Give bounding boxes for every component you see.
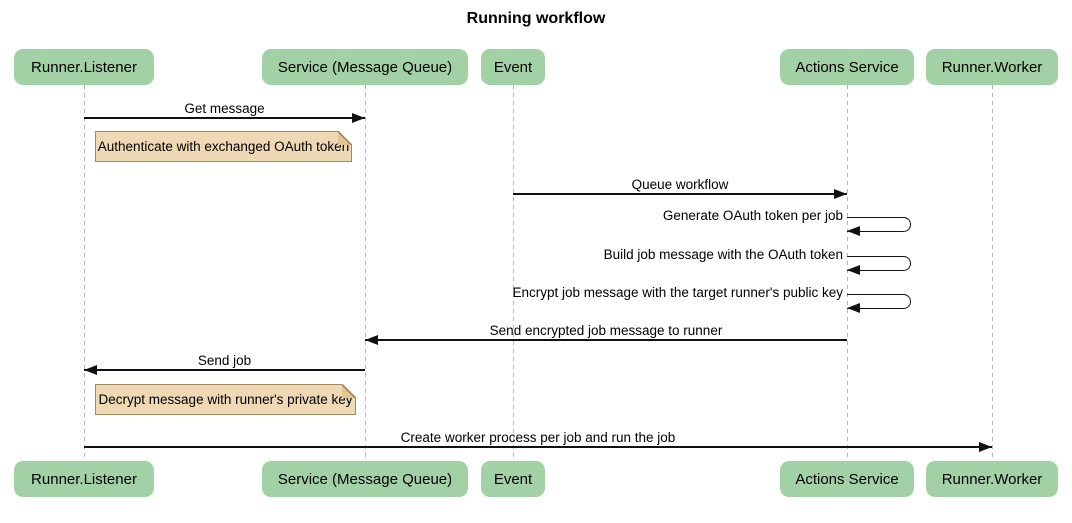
message-label-create-worker: Create worker process per job and run th…: [400, 430, 676, 445]
actor-label: Event: [493, 470, 533, 488]
message-line-send-encrypted-job: [365, 339, 847, 341]
self-loop-encrypt-job-message: [847, 294, 911, 309]
note-fold-corner-icon: [338, 131, 352, 145]
actor-top-runner-worker: Runner.Worker: [926, 49, 1058, 85]
arrowhead-left-icon: [365, 335, 378, 345]
note-authenticate-oauth: Authenticate with exchanged OAuth token: [95, 131, 352, 162]
self-loop-build-job-message: [847, 256, 911, 271]
lifeline-event: [512, 85, 514, 461]
arrowhead-left-icon: [847, 226, 860, 236]
note-text: Authenticate with exchanged OAuth token: [97, 139, 350, 154]
arrowhead-left-icon: [84, 365, 97, 375]
actor-label: Runner.Worker: [941, 470, 1043, 488]
lifeline-runner-worker: [991, 85, 993, 461]
message-label-generate-oauth-token: Generate OAuth token per job: [662, 208, 843, 223]
message-label-queue-workflow: Queue workflow: [631, 177, 729, 192]
arrowhead-right-icon: [834, 189, 847, 199]
actor-label: Service (Message Queue): [277, 470, 453, 488]
actor-top-service-message-queue: Service (Message Queue): [262, 49, 468, 85]
message-label-send-encrypted-job: Send encrypted job message to runner: [489, 323, 723, 338]
self-loop-generate-oauth-token: [847, 217, 911, 232]
actor-top-actions-service: Actions Service: [780, 49, 914, 85]
note-fold-corner-icon: [342, 384, 356, 398]
actor-bottom-runner-listener: Runner.Listener: [14, 461, 154, 497]
lifeline-service-message-queue: [364, 85, 366, 461]
actor-label: Actions Service: [795, 58, 899, 76]
arrowhead-left-icon: [847, 303, 860, 313]
actor-label: Event: [493, 58, 533, 76]
lifeline-runner-listener: [83, 85, 85, 461]
message-label-build-job-message: Build job message with the OAuth token: [603, 247, 843, 262]
actor-bottom-runner-worker: Runner.Worker: [926, 461, 1058, 497]
message-line-get-message: [84, 117, 365, 119]
message-label-encrypt-job-message: Encrypt job message with the target runn…: [512, 285, 844, 300]
actor-bottom-actions-service: Actions Service: [780, 461, 914, 497]
diagram-title: Running workflow: [466, 10, 606, 27]
actor-label: Runner.Listener: [31, 470, 137, 488]
message-label-get-message: Get message: [184, 101, 265, 116]
message-line-queue-workflow: [513, 193, 847, 195]
message-line-create-worker: [84, 446, 992, 448]
note-decrypt-message: Decrypt message with runner's private ke…: [95, 384, 356, 415]
message-label-send-job: Send job: [197, 353, 252, 368]
actor-top-runner-listener: Runner.Listener: [14, 49, 154, 85]
message-line-send-job: [84, 369, 365, 371]
note-text: Decrypt message with runner's private ke…: [98, 392, 353, 407]
arrowhead-right-icon: [979, 442, 992, 452]
actor-label: Runner.Listener: [31, 58, 137, 76]
actor-label: Actions Service: [795, 470, 899, 488]
arrowhead-right-icon: [352, 113, 365, 123]
actor-top-event: Event: [481, 49, 545, 85]
actor-label: Service (Message Queue): [277, 58, 453, 76]
actor-bottom-event: Event: [481, 461, 545, 497]
arrowhead-left-icon: [847, 265, 860, 275]
actor-bottom-service-message-queue: Service (Message Queue): [262, 461, 468, 497]
actor-label: Runner.Worker: [941, 58, 1043, 76]
